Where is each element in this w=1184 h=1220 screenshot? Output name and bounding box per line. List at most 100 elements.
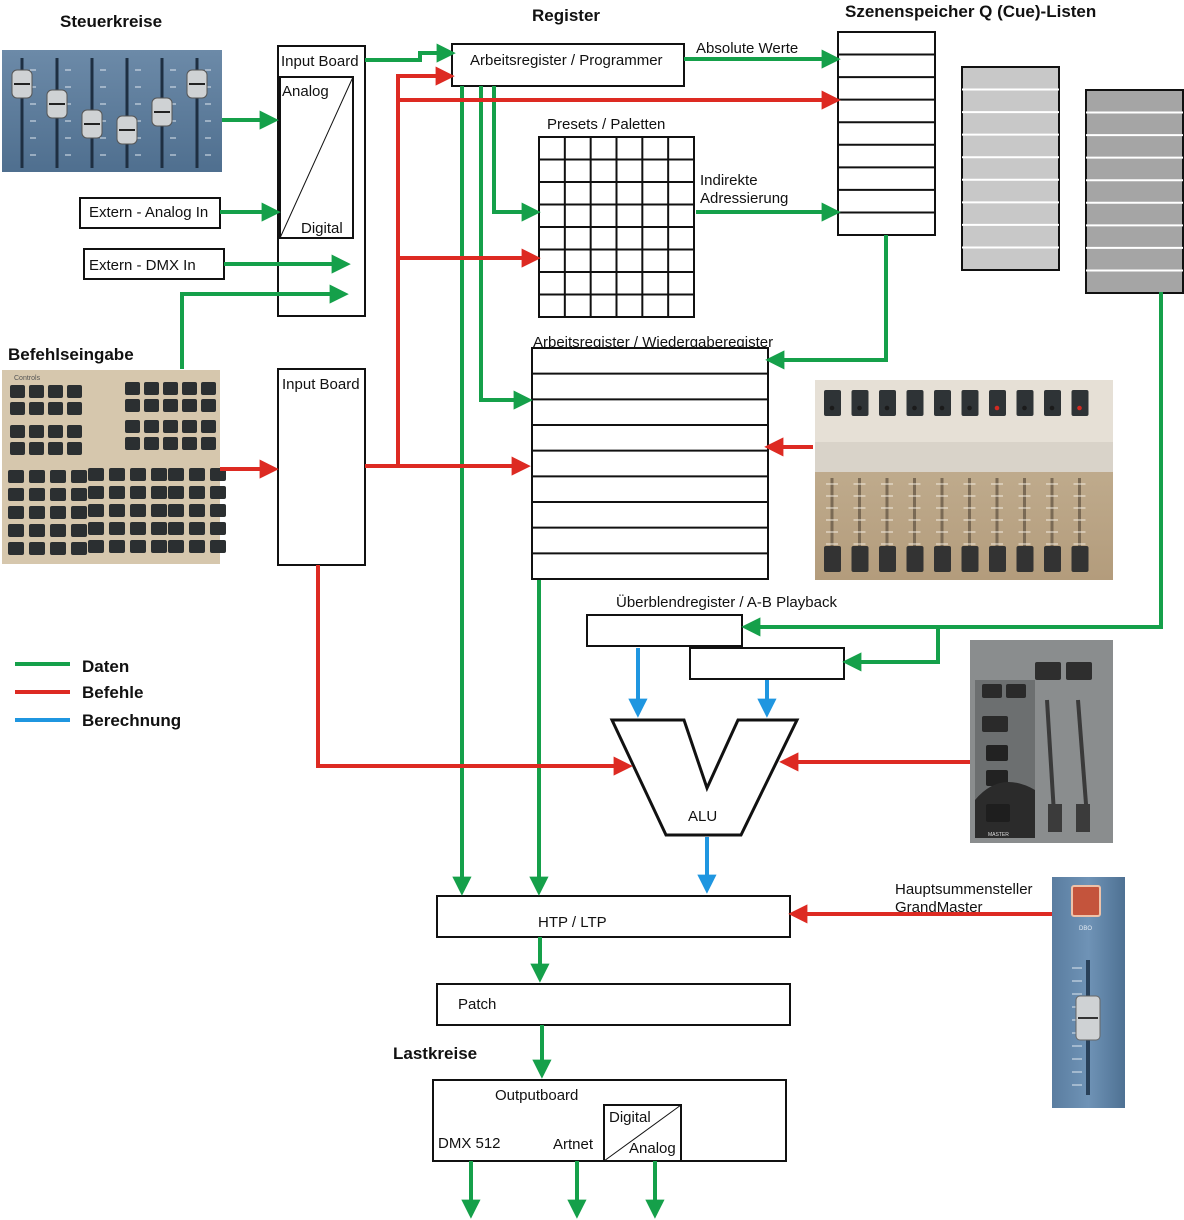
keypad-key: [8, 506, 24, 519]
keypad-key: [168, 468, 184, 481]
indirekte-label-line1: Indirekte: [700, 172, 758, 189]
keypad-key: [10, 442, 25, 455]
keypad-key: [182, 437, 197, 450]
keypad-key: [168, 540, 184, 553]
keypad-key: [168, 522, 184, 535]
programmer-label: Arbeitsregister / Programmer: [470, 52, 663, 69]
keypad-key: [125, 420, 140, 433]
ad-converter-analog-label: Analog: [282, 83, 329, 100]
arrow-cue-to-wiedergabe: [765, 235, 888, 370]
keypad-key: [168, 504, 184, 517]
keypad-key: [88, 486, 104, 499]
keypad-key: [182, 399, 197, 412]
heading-register: Register: [532, 6, 600, 25]
keypad-key: [130, 540, 146, 553]
keypad-key: [88, 504, 104, 517]
keypad-key: [151, 540, 167, 553]
cue-list-dark-gray-frame: [1085, 89, 1184, 294]
keypad-key: [151, 522, 167, 535]
keypad-key: [151, 504, 167, 517]
playback-knob: [989, 546, 1006, 572]
arrow-cue-to-crossfade-a: [741, 292, 1163, 637]
keypad-key: [50, 470, 66, 483]
alu-label: ALU: [688, 808, 717, 825]
keypad-key: [71, 470, 87, 483]
keypad-key: [144, 382, 159, 395]
playback-key: [906, 390, 924, 416]
playback-led: [1049, 405, 1055, 411]
keypad-key: [8, 488, 24, 501]
keypad-key: [67, 402, 82, 415]
arrow-cue-to-crossfade-b: [842, 627, 940, 672]
keypad-key: [109, 468, 125, 481]
ab-master-photo: MASTER: [970, 640, 1113, 843]
da-converter-analog-label: Analog: [629, 1140, 676, 1157]
keypad-key: [67, 385, 82, 398]
htp-ltp-box: [436, 895, 791, 938]
keypad-key: [163, 399, 178, 412]
keypad-key: [109, 504, 125, 517]
keypad-key: [88, 540, 104, 553]
da-converter-digital-label: Digital: [609, 1109, 651, 1126]
outputboard-label: Outputboard: [495, 1087, 578, 1104]
playback-key: [824, 390, 841, 416]
keypad-key: [125, 437, 140, 450]
data-arrows: [180, 43, 1163, 1219]
ad-converter-diagonal: [279, 76, 354, 239]
grandmaster-label-line2: GrandMaster: [895, 899, 983, 916]
keypad-key: [210, 504, 226, 517]
absolute-werte-label: Absolute Werte: [696, 40, 798, 57]
playback-knob: [879, 546, 896, 572]
keypad-key: [8, 524, 24, 537]
playback-key: [1044, 390, 1061, 416]
legend: Daten Befehle Berechnung: [15, 657, 181, 730]
playback-led: [912, 405, 917, 411]
keypad-key: [130, 468, 146, 481]
patch-label: Patch: [458, 996, 496, 1013]
alu-shape: [609, 718, 800, 837]
keypad-key: [88, 468, 104, 481]
playback-knob: [1071, 546, 1089, 572]
legend-berechnung: Berechnung: [82, 711, 181, 730]
keypad-key: [163, 420, 178, 433]
keypad-key: [109, 486, 125, 499]
playback-key: [1016, 390, 1034, 416]
keypad-key: [182, 382, 197, 395]
keypad-key: [29, 402, 44, 415]
arrow-input-to-programmer-cmd: [396, 66, 455, 466]
arrow-keypad-data: [180, 284, 349, 369]
master-label: MASTER: [988, 832, 1009, 838]
keypad-key: [29, 470, 45, 483]
arrow-input-to-alu-cmd: [316, 565, 633, 776]
playback-knob: [906, 546, 924, 572]
keypad-key: [210, 522, 226, 535]
keypad-key: [10, 402, 25, 415]
programmer-box: [451, 43, 685, 87]
keypad-key: [201, 420, 216, 433]
arrow-programmer-to-wiedergabe: [479, 86, 533, 410]
cue-list-main: [837, 31, 936, 236]
keypad-key: [71, 542, 87, 555]
playback-key: [879, 390, 896, 416]
patch-box: [436, 983, 791, 1026]
keypad-key: [210, 540, 226, 553]
playback-led: [994, 405, 1000, 411]
keypad-controls-label: Controls: [14, 375, 41, 382]
command-arrows: [220, 66, 1052, 924]
heading-lastkreise: Lastkreise: [393, 1044, 477, 1063]
ueberblend-label: Überblendregister / A-B Playback: [616, 593, 837, 611]
keypad-key: [144, 420, 159, 433]
keypad-key: [189, 504, 205, 517]
keypad-key: [29, 542, 45, 555]
crossfade-register-a: [586, 614, 743, 647]
keypad-key: [125, 399, 140, 412]
keypad-key: [201, 399, 216, 412]
keypad-key: [109, 522, 125, 535]
keypad-key: [50, 542, 66, 555]
input-board-command-box: [277, 368, 366, 566]
playback-key: [989, 390, 1006, 416]
keypad-key: [48, 385, 63, 398]
indirekte-label-line2: Adressierung: [700, 190, 788, 207]
htp-ltp-label: HTP / LTP: [538, 914, 607, 931]
